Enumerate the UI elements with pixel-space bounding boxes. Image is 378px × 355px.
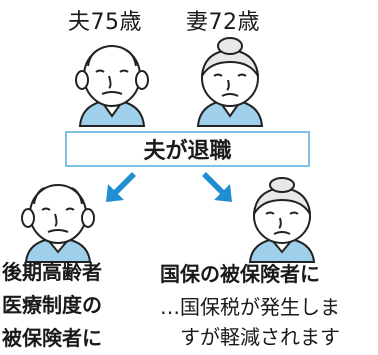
husband-result-text: 後期高齢者 医療制度の 被保険者に [2,256,102,355]
husband-result-line: 医療制度の [2,293,102,317]
husband-figure-top [75,45,149,127]
arrow-down-right-icon [202,172,232,202]
husband-age-label: 夫75歳 [68,10,142,35]
husband-result-line: 被保険者に [2,326,102,350]
wife-result-title: 国保の被保険者に [160,262,320,286]
wife-result-note-line: すが軽減されます [180,325,340,349]
arrow-down-left-icon [106,172,136,202]
wife-figure-top [196,37,264,127]
wife-age-label: 妻72歳 [186,10,260,35]
husband-result-line: 後期高齢者 [2,260,102,284]
retirement-event-label: 夫が退職 [143,139,232,164]
wife-figure-bottom [248,177,316,263]
retirement-event-box: 夫が退職 [65,131,310,167]
wife-result-note: …国保税が発生しま すが軽減されます [160,292,340,352]
husband-figure-bottom [21,184,95,263]
wife-result-note-line: …国保税が発生しま [160,295,340,319]
